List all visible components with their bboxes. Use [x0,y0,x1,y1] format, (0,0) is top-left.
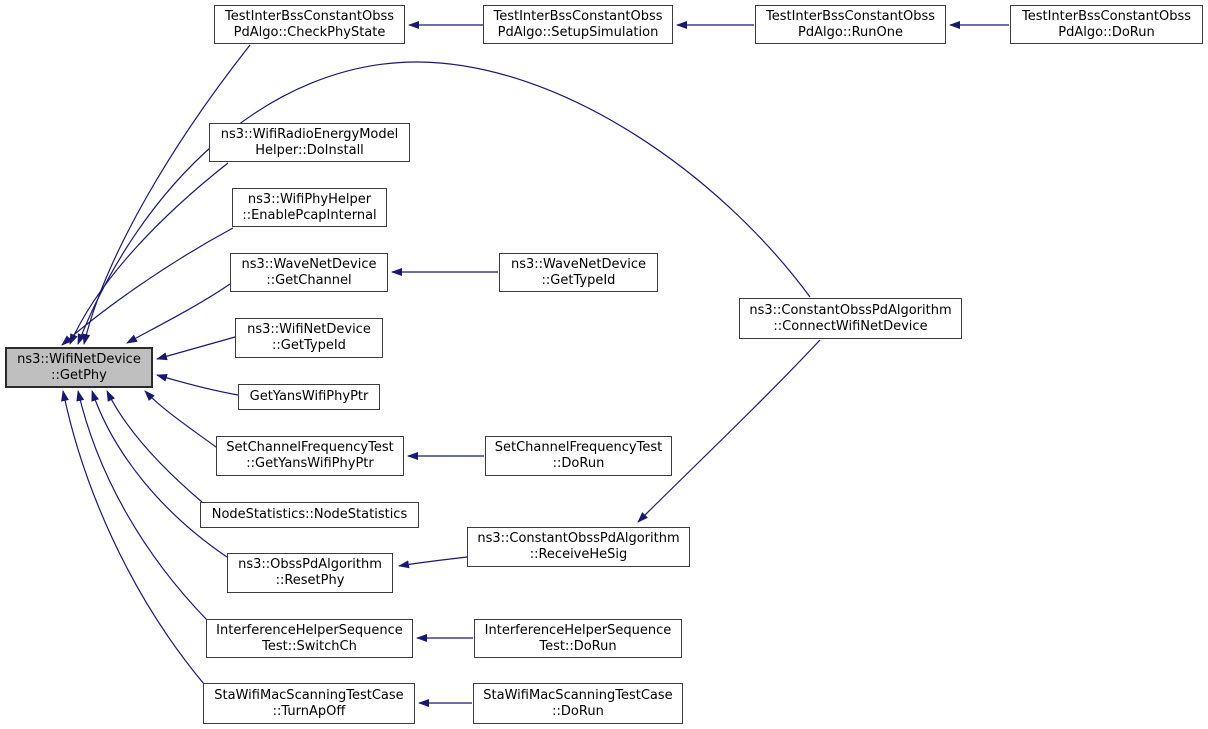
node-label: ns3::WaveNetDevice ::GetChannel [241,256,377,288]
node-label: StaWifiMacScanningTestCase ::DoRun [483,687,673,719]
node-label: ns3::ConstantObssPdAlgorithm ::ReceiveHe… [477,531,680,562]
node-wifi-net-device-get-type-id[interactable]: ns3::WifiNetDevice ::GetTypeId [235,318,383,358]
node-interference-helper-switch-ch[interactable]: InterferenceHelperSequence Test::SwitchC… [206,619,413,658]
node-test-inter-bss-run-one[interactable]: TestInterBssConstantObss PdAlgo::RunOne [755,5,946,44]
node-test-inter-bss-setup-simulation[interactable]: TestInterBssConstantObss PdAlgo::SetupSi… [483,5,673,44]
node-label: ns3::WaveNetDevice ::GetTypeId [510,256,646,288]
edge-scft-get-yans-to-get-phy [144,390,217,448]
edge-node-statistics-to-get-phy [106,390,203,503]
node-label: SetChannelFrequencyTest ::DoRun [494,440,663,471]
node-interference-helper-do-run[interactable]: InterferenceHelperSequence Test::DoRun [474,619,682,658]
node-wifi-net-device-get-phy[interactable]: ns3::WifiNetDevice ::GetPhy [5,347,153,388]
node-label: TestInterBssConstantObss PdAlgo::CheckPh… [224,8,395,40]
edge-turn-ap-off-to-get-phy [61,390,205,685]
node-obss-pd-algorithm-reset-phy[interactable]: ns3::ObssPdAlgorithm ::ResetPhy [227,553,393,593]
edge-get-yans-wifi-phy-ptr-to-get-phy [156,374,239,396]
node-label: ns3::WifiNetDevice ::GetPhy [17,351,141,383]
node-set-channel-frequency-test-do-run[interactable]: SetChannelFrequencyTest ::DoRun [485,436,672,476]
node-label: NodeStatistics::NodeStatistics [211,507,408,522]
node-set-channel-frequency-test-get-yans[interactable]: SetChannelFrequencyTest ::GetYansWifiPhy… [216,436,404,476]
edge-wifi-get-typeid-to-get-phy [156,336,236,361]
node-wave-net-device-get-channel[interactable]: ns3::WaveNetDevice ::GetChannel [230,253,388,292]
node-label: GetYansWifiPhyPtr [249,389,369,404]
node-label: SetChannelFrequencyTest ::GetYansWifiPhy… [226,440,394,471]
node-label: InterferenceHelperSequence Test::SwitchC… [216,622,403,654]
node-label: TestInterBssConstantObss PdAlgo::SetupSi… [493,8,663,40]
node-label: StaWifiMacScanningTestCase ::TurnApOff [214,687,404,719]
edge-receive-he-sig-to-reset-phy [398,556,468,569]
edge-connect-wifi-net-device-to-receive-he-sig [637,339,821,523]
edge-reset-phy-to-get-phy [91,390,228,558]
edge-connect-wifi-net-device-to-get-phy [77,61,811,345]
node-constant-obss-pd-connect-wifi-net-device[interactable]: ns3::ConstantObssPdAlgorithm ::ConnectWi… [739,298,962,339]
node-label: TestInterBssConstantObss PdAlgo::RunOne [765,8,936,40]
node-label: InterferenceHelperSequence Test::DoRun [484,622,672,654]
node-get-yans-wifi-phy-ptr[interactable]: GetYansWifiPhyPtr [238,384,380,410]
node-test-inter-bss-do-run[interactable]: TestInterBssConstantObss PdAlgo::DoRun [1010,5,1203,44]
edge-check-phy-state-to-get-phy [82,44,251,345]
node-wifi-radio-energy-model-do-install[interactable]: ns3::WifiRadioEnergyModel Helper::DoInst… [209,123,410,162]
node-label: ns3::ObssPdAlgorithm ::ResetPhy [238,557,382,588]
node-sta-wifi-mac-scanning-do-run[interactable]: StaWifiMacScanningTestCase ::DoRun [473,683,683,724]
node-label: ns3::ConstantObssPdAlgorithm ::ConnectWi… [749,302,952,334]
edge-switch-ch-to-get-phy [76,390,208,621]
node-constant-obss-pd-receive-he-sig[interactable]: ns3::ConstantObssPdAlgorithm ::ReceiveHe… [467,527,690,567]
node-wifi-phy-helper-enable-pcap[interactable]: ns3::WifiPhyHelper ::EnablePcapInternal [232,188,387,227]
node-label: ns3::WifiPhyHelper ::EnablePcapInternal [242,191,377,223]
edge-wave-get-channel-to-get-phy [126,283,231,344]
node-label: ns3::WifiRadioEnergyModel Helper::DoInst… [220,126,399,158]
node-label: ns3::WifiNetDevice ::GetTypeId [247,322,371,353]
edge-enable-pcap-to-get-phy [61,227,234,346]
node-sta-wifi-mac-scanning-turn-ap-off[interactable]: StaWifiMacScanningTestCase ::TurnApOff [203,683,415,724]
node-node-statistics[interactable]: NodeStatistics::NodeStatistics [200,502,419,528]
node-label: TestInterBssConstantObss PdAlgo::DoRun [1021,8,1192,40]
node-test-inter-bss-check-phy-state[interactable]: TestInterBssConstantObss PdAlgo::CheckPh… [214,5,405,44]
node-wave-net-device-get-type-id[interactable]: ns3::WaveNetDevice ::GetTypeId [499,253,658,292]
edge-do-install-to-get-phy [69,162,229,345]
